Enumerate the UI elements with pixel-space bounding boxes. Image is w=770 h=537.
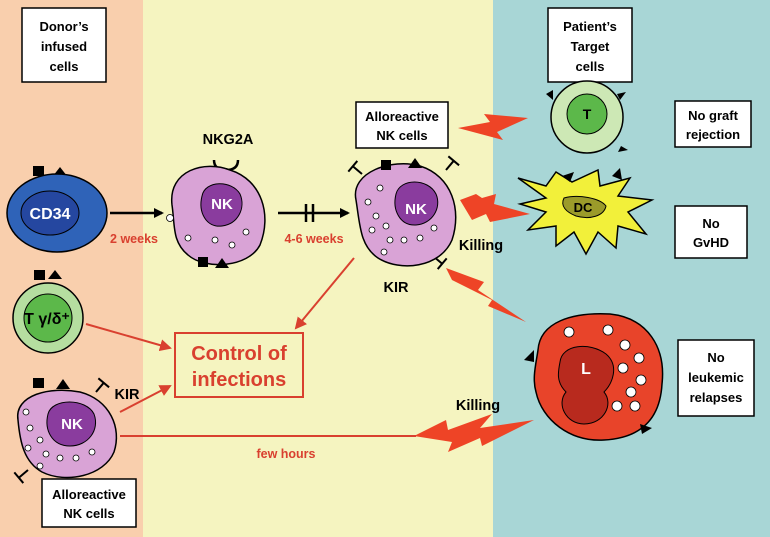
nk-right-label: NK (405, 201, 427, 218)
no-leuk-line1: No (707, 350, 724, 365)
dc-triangle-marker (612, 168, 622, 180)
bolt-to-dc-icon (460, 194, 530, 222)
patient-header-line2: Target (571, 39, 610, 54)
control-line1: Control of (191, 343, 287, 365)
arrow-nk-right-to-control (294, 257, 355, 330)
arrow-nk-bottom-to-control (119, 385, 172, 413)
bolt-to-t-target-icon (458, 114, 528, 140)
no-leuk-line3: relapses (690, 390, 743, 405)
t-gamma-delta-cell: T γ/δ⁺ (12, 270, 84, 354)
nk-bottom-label: NK (61, 416, 83, 433)
nk-bottom-triangle-marker (56, 379, 70, 389)
patient-panel (493, 0, 770, 537)
dc-triangle-marker (562, 172, 574, 182)
two-weeks-label: 2 weeks (110, 232, 158, 246)
middle-panel (143, 0, 493, 537)
leukemia-triangle-marker (524, 350, 534, 362)
nk-middle-square-marker (198, 257, 208, 267)
allo-top-line1: Alloreactive (365, 109, 439, 124)
allo-bottom-line1: Alloreactive (52, 487, 126, 502)
tgd-label: T γ/δ⁺ (24, 311, 70, 328)
t-target-label: T (583, 106, 592, 122)
four-six-weeks-label: 4-6 weeks (284, 232, 343, 246)
killing-lower-label: Killing (456, 398, 500, 414)
leukemia-cell: L (524, 313, 664, 441)
no-leukemic-relapses-box: No leukemic relapses (677, 339, 755, 417)
bolt-to-leukemia-icon (446, 268, 526, 322)
dendritic-cell: DC (517, 168, 655, 256)
t-target-triangle-marker (618, 146, 628, 152)
no-graft-line2: rejection (686, 127, 740, 142)
t-target-triangle-marker (546, 90, 553, 100)
nk-cell-right: NK (347, 155, 461, 271)
nk-right-triangle-marker (408, 158, 422, 168)
alloreactive-nk-top-box: Alloreactive NK cells (355, 101, 449, 149)
control-of-infections-box: Control of infections (174, 332, 304, 398)
nkg2a-label: NKG2A (203, 132, 254, 148)
nk-middle-triangle-marker (215, 258, 229, 268)
donor-header-line3: cells (50, 59, 79, 74)
donor-header-line1: Donor’s (39, 19, 88, 34)
patient-header-box: Patient’s Target cells (547, 7, 633, 83)
allo-bottom-line2: NK cells (63, 506, 114, 521)
t-target-cell: T (546, 80, 628, 154)
tgd-square-marker (34, 270, 45, 280)
control-line2: infections (192, 369, 286, 391)
donor-header-box: Donor’s infused cells (21, 7, 107, 83)
cd34-square-marker (33, 166, 44, 176)
nk-cell-middle: NK (166, 159, 266, 268)
nk-bottom-square-marker (33, 378, 44, 388)
nk-cell-bottom: NK (13, 377, 118, 485)
few-hours-label: few hours (256, 447, 315, 461)
patient-header-line1: Patient’s (563, 19, 617, 34)
donor-header-line2: infused (41, 39, 87, 54)
no-gvhd-line2: GvHD (693, 235, 729, 250)
dc-label: DC (574, 200, 593, 215)
kir-right-label: KIR (384, 280, 410, 296)
cd34-label: CD34 (30, 206, 71, 223)
bolt-bottom-icon (414, 414, 534, 452)
allo-top-line2: NK cells (376, 128, 427, 143)
nk-right-square-marker (381, 160, 391, 170)
tgd-triangle-marker (48, 270, 62, 279)
killing-upper-label: Killing (459, 238, 503, 254)
no-graft-rejection-box: No graft rejection (674, 100, 752, 148)
alloreactive-nk-bottom-box: Alloreactive NK cells (41, 478, 137, 528)
patient-header-line3: cells (576, 59, 605, 74)
cd34-cell: CD34 (6, 166, 108, 253)
arrow-nk-maturation (278, 204, 350, 222)
leukemia-triangle-marker (640, 424, 652, 434)
no-gvhd-box: No GvHD (674, 205, 748, 259)
kir-bottom-label: KIR (115, 387, 141, 403)
t-target-triangle-marker (617, 92, 626, 100)
no-graft-line1: No graft (688, 108, 739, 123)
leukemia-label: L (581, 361, 591, 378)
arrow-tgd-to-control (85, 323, 172, 352)
nk-middle-label: NK (211, 196, 233, 213)
no-gvhd-line1: No (702, 216, 719, 231)
no-leuk-line2: leukemic (688, 370, 744, 385)
